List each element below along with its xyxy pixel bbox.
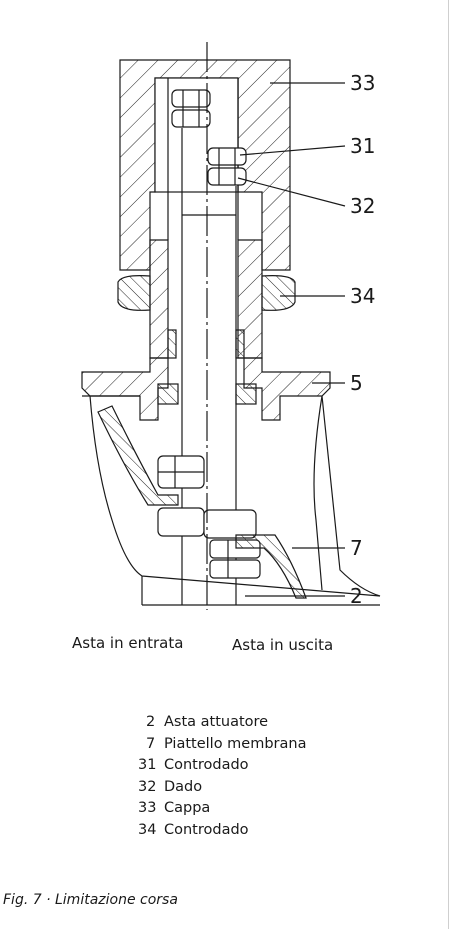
label-31: 31 [350, 134, 375, 158]
caption-stem-out: Asta in uscita [232, 636, 334, 654]
lock-nut-34 [117, 275, 296, 311]
upper-left-nuts [171, 89, 211, 128]
label-7: 7 [350, 536, 363, 560]
diaphragm-plate-right [235, 534, 307, 599]
housing-outline [89, 395, 381, 606]
leader-lines [237, 82, 346, 597]
label-33: 33 [350, 71, 375, 95]
guide-bushing [149, 239, 263, 359]
label-34: 34 [350, 284, 375, 308]
yoke-flange [81, 357, 331, 421]
caption-stem-in: Asta in entrata [72, 634, 184, 652]
lower-left-nuts [157, 455, 205, 537]
label-2: 2 [350, 584, 363, 608]
diaphragm-plate-left [97, 405, 179, 506]
stroke-limit-drawing: 33 31 32 34 5 7 2 [81, 42, 381, 610]
label-5: 5 [350, 371, 363, 395]
figure-caption: Fig. 7 · Limitazione corsa [3, 892, 178, 908]
nuts-31-32 [207, 147, 247, 186]
label-32: 32 [350, 194, 375, 218]
